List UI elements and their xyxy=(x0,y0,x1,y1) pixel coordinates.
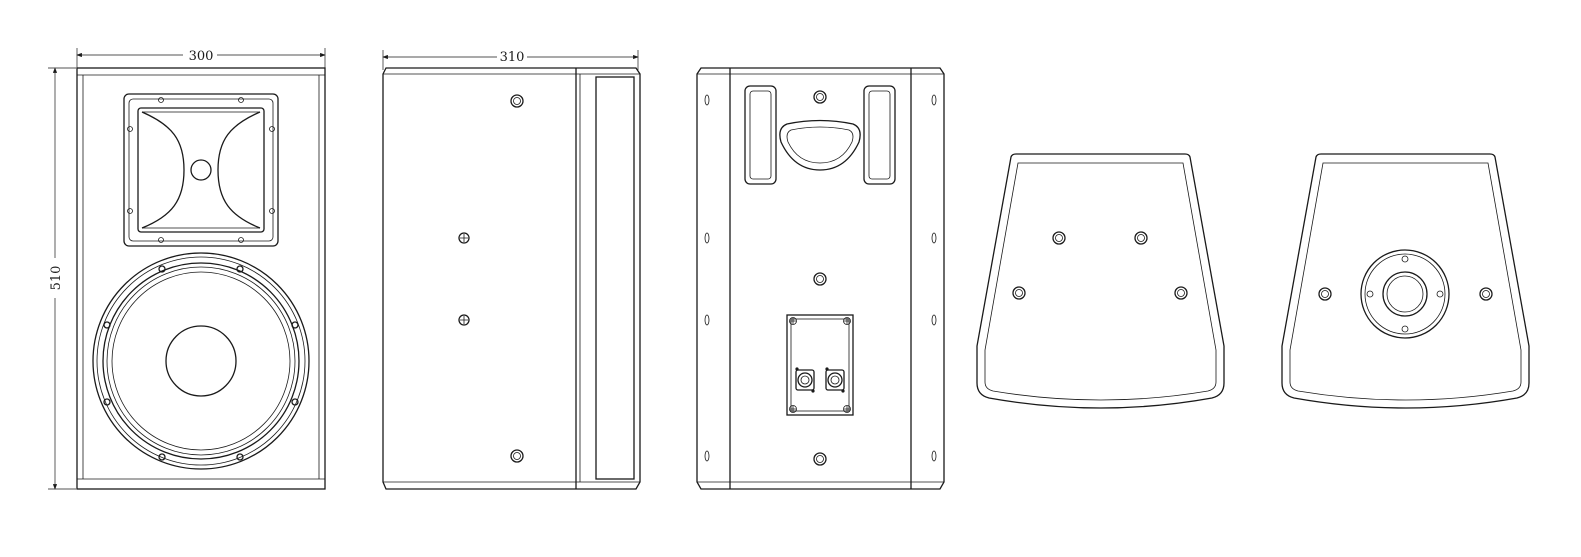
width-label: 300 xyxy=(189,49,214,64)
woofer xyxy=(92,252,310,470)
rear-mount-points xyxy=(813,90,827,466)
input-panel xyxy=(786,314,854,416)
cabinet-rear-outline xyxy=(696,67,945,490)
dimension-width: 300 xyxy=(76,48,326,68)
bottom-view xyxy=(1281,153,1530,409)
rear-side-slots xyxy=(704,94,937,462)
side-mount-points xyxy=(458,94,524,463)
top-mount-points xyxy=(1012,231,1188,300)
rear-handles xyxy=(744,85,896,185)
top-view xyxy=(976,153,1225,409)
speakon-connectors xyxy=(795,367,845,393)
front-view: 300 510 xyxy=(48,48,326,490)
rear-view xyxy=(696,67,945,490)
cabinet-outline xyxy=(76,67,326,490)
dimension-depth: 310 xyxy=(382,50,639,70)
dimension-height: 510 xyxy=(48,67,76,490)
depth-label: 310 xyxy=(500,50,525,65)
side-view: 310 xyxy=(382,50,641,490)
bottom-mount-points xyxy=(1318,287,1493,301)
cabinet-side-outline xyxy=(382,67,641,490)
horn-tweeter xyxy=(123,93,279,247)
pole-mount-socket xyxy=(1360,249,1450,339)
height-label: 510 xyxy=(49,266,64,291)
